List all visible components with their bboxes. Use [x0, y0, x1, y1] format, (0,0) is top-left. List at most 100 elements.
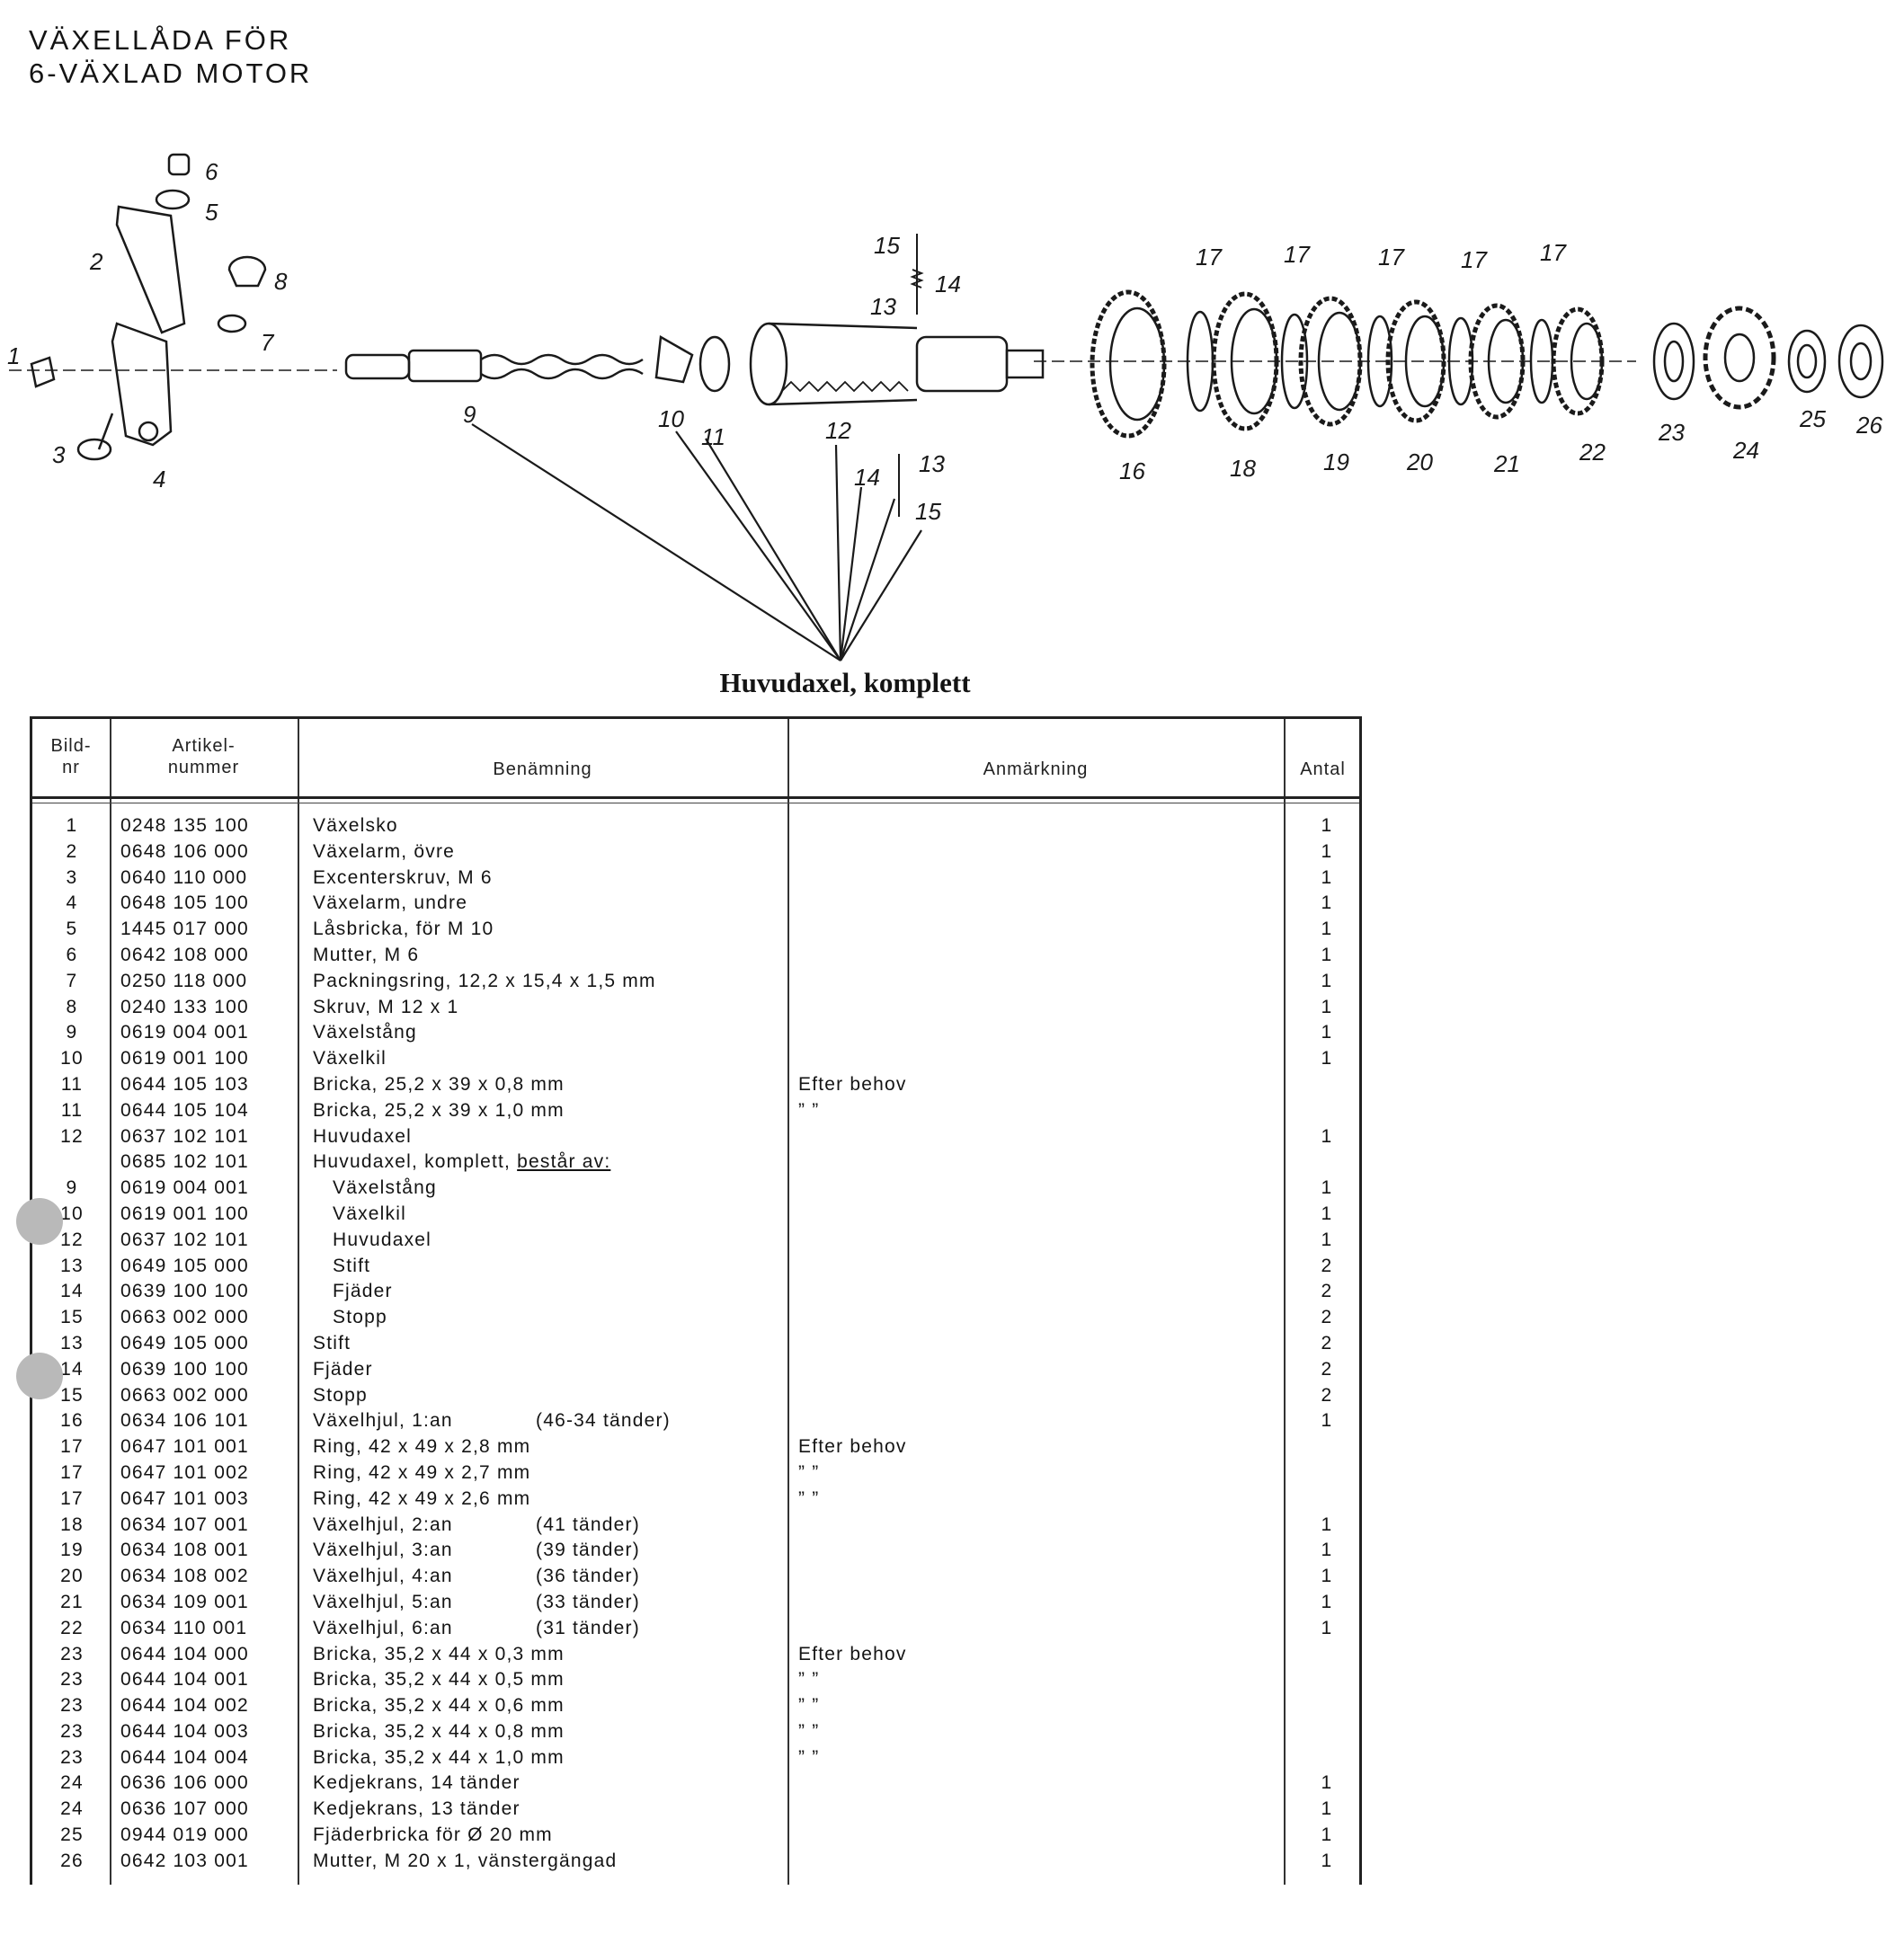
cell-artikelnummer: 0644 104 001	[120, 1669, 249, 1691]
cell-artikelnummer: 0944 019 000	[120, 1824, 249, 1846]
cell-artikelnummer: 0644 105 103	[120, 1073, 249, 1095]
cell-anmarkning: ” ”	[798, 1720, 820, 1742]
ring-17	[1186, 310, 1214, 413]
cell-bild-nr: 9	[66, 1177, 78, 1199]
cell-artikelnummer: 0644 104 002	[120, 1695, 249, 1717]
cell-anmarkning: ” ”	[798, 1487, 820, 1509]
cell-benamning-underlined: består av:	[517, 1151, 611, 1173]
cell-artikelnummer: 0240 133 100	[120, 996, 249, 1017]
cell-benamning: Växelstång	[333, 1177, 437, 1199]
cell-antal: 1	[1321, 1229, 1333, 1250]
upper-lever-arm	[115, 205, 186, 334]
callout-14: 14	[935, 271, 961, 297]
callout-24: 24	[1732, 437, 1759, 464]
lever-pivot	[138, 421, 159, 442]
callout-14-lower: 14	[854, 464, 880, 491]
cell-benamning: Växelhjul, 6:an	[313, 1617, 453, 1638]
gear-shoe-part	[30, 356, 56, 388]
cell-artikelnummer: 0640 110 000	[120, 866, 248, 888]
gear-wheels	[1090, 289, 1605, 439]
cell-bild-nr: 20	[60, 1566, 84, 1587]
cell-benamning: Växelkil	[313, 1048, 387, 1070]
cell-antal: 1	[1321, 1410, 1333, 1432]
header-artikel-line1: Artikel-	[172, 736, 236, 756]
cell-anmarkning: Efter behov	[798, 1073, 907, 1095]
cell-bild-nr: 25	[60, 1824, 84, 1846]
cell-bild-nr: 16	[60, 1410, 84, 1432]
cell-artikelnummer: 0639 100 100	[120, 1281, 249, 1302]
cell-anmarkning: Efter behov	[798, 1643, 907, 1664]
cell-bild-nr: 10	[60, 1048, 84, 1070]
cell-antal: 1	[1321, 1824, 1333, 1846]
header-divider	[32, 796, 1359, 799]
cell-antal: 1	[1321, 840, 1333, 862]
cell-artikelnummer: 0634 110 001	[120, 1617, 248, 1638]
cell-benamning: Växelhjul, 5:an	[313, 1591, 453, 1612]
callout-13: 13	[870, 293, 896, 320]
cell-benamning: Packningsring, 12,2 x 15,4 x 1,5 mm	[313, 970, 656, 991]
cell-artikelnummer: 0647 101 003	[120, 1487, 249, 1509]
lever-assembly	[30, 153, 267, 461]
cell-artikelnummer: 0634 108 001	[120, 1540, 249, 1561]
sprocket-shape	[1703, 306, 1776, 410]
cell-artikelnummer: 0685 102 101	[120, 1151, 249, 1173]
cell-antal: 1	[1321, 1203, 1333, 1224]
exploded-gearbox-diagram: 6 5 2 8 7 1 3 4 9 10 11 12 15 14 13 14 1…	[7, 153, 1884, 661]
cell-bild-nr: 7	[66, 970, 78, 991]
cell-tander: (36 tänder)	[536, 1566, 640, 1587]
cell-benamning: Växelkil	[333, 1203, 406, 1224]
callout-16: 16	[1119, 457, 1145, 484]
cell-benamning: Bricka, 35,2 x 44 x 0,5 mm	[313, 1669, 565, 1691]
cell-artikelnummer: 0644 104 000	[120, 1643, 249, 1664]
cell-anmarkning: ” ”	[798, 1461, 820, 1483]
page-title: VÄXELLÅDA FÖR 6-VÄXLAD MOTOR	[29, 23, 312, 90]
cell-benamning: Bricka, 25,2 x 39 x 0,8 mm	[313, 1073, 565, 1095]
cell-antal: 1	[1321, 944, 1333, 965]
cell-artikelnummer: 0644 104 003	[120, 1720, 249, 1742]
cell-antal: 1	[1321, 1540, 1333, 1561]
cell-bild-nr: 17	[60, 1461, 84, 1483]
callout-12: 12	[825, 417, 851, 444]
cell-antal: 1	[1321, 1048, 1333, 1070]
cell-benamning: Bricka, 35,2 x 44 x 0,3 mm	[313, 1643, 565, 1664]
cell-benamning: Mutter, M 6	[313, 944, 420, 965]
cell-bild-nr: 14	[60, 1281, 84, 1302]
cell-bild-nr: 21	[60, 1591, 84, 1612]
callout-18: 18	[1230, 455, 1256, 482]
cell-bild-nr: 18	[60, 1513, 84, 1535]
cell-benamning: Bricka, 25,2 x 39 x 1,0 mm	[313, 1099, 565, 1121]
cell-artikelnummer: 0636 106 000	[120, 1772, 249, 1794]
column-divider	[787, 719, 789, 1885]
cell-artikelnummer: 0619 004 001	[120, 1177, 249, 1199]
binder-hole	[16, 1198, 63, 1245]
cell-antal: 2	[1321, 1281, 1333, 1302]
cell-benamning: Skruv, M 12 x 1	[313, 996, 459, 1017]
cell-antal: 1	[1321, 1798, 1333, 1820]
callout-17b: 17	[1284, 241, 1311, 268]
cell-benamning: Bricka, 35,2 x 44 x 0,6 mm	[313, 1695, 565, 1717]
callout-22: 22	[1579, 439, 1606, 466]
cell-benamning: Fjäder	[313, 1358, 373, 1380]
cell-benamning: Huvudaxel	[313, 1125, 413, 1147]
callout-17a: 17	[1196, 244, 1223, 271]
cell-artikelnummer: 0647 101 002	[120, 1461, 249, 1483]
cell-antal: 1	[1321, 1022, 1333, 1043]
cell-antal: 1	[1321, 892, 1333, 914]
cell-tander: (41 tänder)	[536, 1513, 640, 1535]
